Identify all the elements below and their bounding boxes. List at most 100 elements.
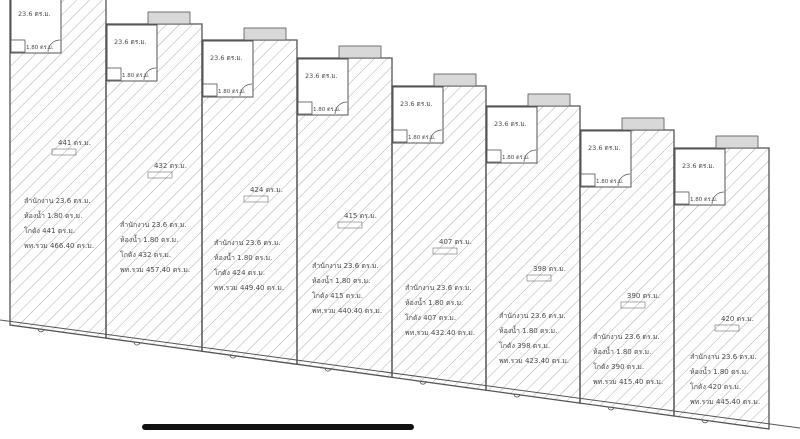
column-mark (419, 381, 427, 385)
unit-detail-line: โกดัง 407 ตร.ม. (405, 313, 456, 322)
unit-detail-line: ห้องน้ำ 1.80 ตร.ม. (120, 233, 178, 244)
unit-detail-line: สำนักงาน 23.6 ตร.ม. (499, 312, 566, 320)
stair-block (433, 73, 477, 87)
unit-detail-line: สำนักงาน 23.6 ตร.ม. (405, 284, 472, 292)
toilet-area-label: 1.80 ตร.ม. (26, 45, 54, 51)
warehouse-area-label: 432 ตร.ม. (154, 162, 187, 170)
office-area-label: 23.6 ตร.ม. (305, 72, 338, 80)
unit-detail-line: พท.รวม 440.40 ตร.ม. (312, 307, 382, 315)
unit-detail-line: ห้องน้ำ 1.80 ตร.ม. (24, 209, 82, 220)
unit-detail-line: โกดัง 432 ตร.ม. (120, 250, 171, 259)
warehouse-unit-6[interactable]: 23.6 ตร.ม.1.80 ตร.ม.398 ตร.ม.สำนักงาน 23… (485, 93, 581, 404)
unit-detail-line: ห้องน้ำ 1.80 ตร.ม. (593, 345, 651, 356)
warehouse-unit-2[interactable]: 23.6 ตร.ม. 1.80 ตร.ม. 432 ตร.ม. สำนักงาน 23… (105, 11, 203, 353)
door-swing (239, 83, 253, 97)
unit-detail-line: พท.รวม 466.40 ตร.ม. (24, 242, 94, 250)
column-mark (513, 393, 521, 398)
toilet-area-label: 1.80 ตร.ม. (690, 197, 718, 203)
toilet-area-label: 1.80 ตร.ม. (596, 179, 624, 185)
unit-detail-line: สำนักงาน 23.6 ตร.ม. (120, 221, 187, 229)
column-mark (607, 406, 615, 411)
unit-detail-line: พท.รวม 445.40 ตร.ม. (690, 398, 760, 406)
door-swing (143, 67, 157, 81)
unit-detail-line: พท.รวม 457.40 ตร.ม. (120, 266, 190, 274)
area-stamp (526, 274, 552, 282)
column-mark (37, 328, 45, 333)
unit-detail-line: โกดัง 390 ตร.ม. (593, 362, 644, 371)
office-area-label: 23.6 ตร.ม. (210, 54, 243, 62)
warehouse-area-label: 441 ตร.ม. (58, 139, 91, 147)
unit-detail-line: ห้องน้ำ 1.80 ตร.ม. (214, 251, 272, 262)
column-mark (701, 419, 709, 424)
toilet-room (580, 173, 596, 187)
unit-detail-line: สำนักงาน 23.6 ตร.ม. (690, 353, 757, 361)
stair-block (147, 11, 191, 25)
warehouse-area-label: 390 ตร.ม. (627, 292, 660, 300)
warehouse-unit-8[interactable]: 23.6 ตร.ม. 1.80 ตร.ม. 420 ตร.ม. สำนักงาน 23… (673, 135, 770, 430)
office-area-label: 23.6 ตร.ม. (18, 10, 51, 18)
home-indicator[interactable] (142, 424, 414, 430)
warehouse-unit-1[interactable]: 23.6 ตร.ม. 1.80 ตร.ม. 441 ตร.ม. สำนักงาน 23… (9, 0, 107, 339)
toilet-room (202, 83, 218, 97)
warehouse-unit-5[interactable]: 23.6 ตร.ม. 1.80 ตร.ม. 407 ตร.ม. สำนักงาน 23… (391, 73, 487, 391)
unit-detail-line: สำนักงาน 23.6 ตร.ม. (312, 262, 379, 270)
door-swing (617, 173, 631, 187)
unit-detail-line: โกดัง 441 ตร.ม. (24, 226, 75, 235)
office-area-label: 23.6 ตร.ม. (588, 144, 621, 152)
office-area-label: 23.6 ตร.ม. (400, 100, 433, 108)
area-stamp (51, 148, 77, 156)
column-mark (229, 355, 237, 359)
unit-detail-line: พท.รวม 415.40 ตร.ม. (593, 378, 663, 386)
unit-detail-line: ห้องน้ำ 1.80 ตร.ม. (405, 296, 463, 307)
door-swing (523, 149, 537, 163)
door-swing (429, 129, 443, 143)
unit-detail-line: พท.รวม 449.40 ตร.ม. (214, 284, 284, 292)
unit-detail-line: พท.รวม 423.40 ตร.ม. (499, 357, 569, 365)
warehouse-area-label: 415 ตร.ม. (344, 212, 377, 220)
warehouse-unit-3[interactable]: 23.6 ตร.ม.1.80 ตร.ม.424 ตร.ม.สำนักงาน 23… (201, 27, 298, 366)
office-area-label: 23.6 ตร.ม. (494, 120, 527, 128)
warehouse-area-label: 424 ตร.ม. (250, 186, 283, 194)
stair-block (715, 135, 759, 149)
toilet-area-label: 1.80 ตร.ม. (408, 135, 436, 141)
unit-detail-line: พท.รวม 432.40 ตร.ม. (405, 329, 475, 337)
door-swing (47, 39, 61, 53)
unit-detail-line: โกดัง 424 ตร.ม. (214, 268, 265, 277)
toilet-area-label: 1.80 ตร.ม. (218, 89, 246, 95)
area-stamp (147, 171, 173, 179)
site-boundary-line (0, 319, 800, 429)
area-stamp (432, 247, 458, 255)
unit-detail-line: ห้องน้ำ 1.80 ตร.ม. (312, 274, 370, 285)
unit-detail-line: สำนักงาน 23.6 ตร.ม. (24, 197, 91, 205)
area-stamp (337, 221, 363, 229)
toilet-room (674, 191, 690, 205)
unit-detail-line: โกดัง 398 ตร.ม. (499, 341, 550, 350)
toilet-room (392, 129, 408, 143)
office-area-label: 23.6 ตร.ม. (114, 38, 147, 46)
toilet-room (10, 39, 26, 53)
warehouse-unit-4[interactable]: 23.6 ตร.ม. 1.80 ตร.ม. 415 ตร.ม. สำนักงาน 23… (296, 45, 393, 379)
toilet-area-label: 1.80 ตร.ม. (122, 73, 150, 79)
unit-detail-line: โกดัง 420 ตร.ม. (690, 382, 741, 391)
area-stamp (620, 301, 646, 309)
toilet-area-label: 1.80 ตร.ม. (313, 107, 341, 113)
column-mark (133, 341, 141, 346)
stair-block (621, 117, 665, 131)
door-swing (334, 101, 348, 115)
warehouse-area-label: 407 ตร.ม. (439, 238, 472, 246)
area-stamp (243, 195, 269, 203)
area-stamp (714, 324, 740, 332)
toilet-room (486, 149, 502, 163)
toilet-room (297, 101, 313, 115)
stair-block (243, 27, 287, 41)
warehouse-area-label: 420 ตร.ม. (721, 315, 754, 323)
unit-detail-line: ห้องน้ำ 1.80 ตร.ม. (499, 324, 557, 335)
toilet-room (106, 67, 122, 81)
column-mark (324, 368, 332, 372)
office-area-label: 23.6 ตร.ม. (682, 162, 715, 170)
stair-block (338, 45, 382, 59)
stair-block (527, 93, 571, 107)
warehouse-unit-7[interactable]: 23.6 ตร.ม.1.80 ตร.ม.390 ตร.ม.สำนักงาน 23… (579, 117, 675, 417)
unit-detail-line: ห้องน้ำ 1.80 ตร.ม. (690, 365, 748, 376)
